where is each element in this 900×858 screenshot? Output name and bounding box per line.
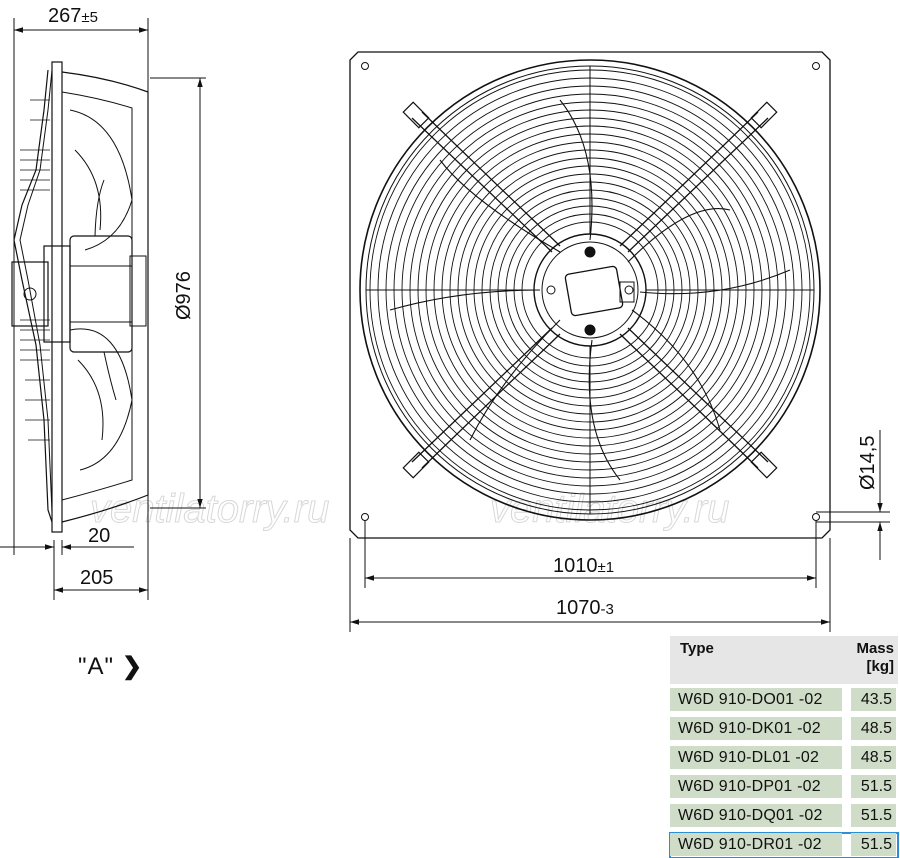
- cell-type: W6D 910-DK01 -02: [670, 717, 842, 740]
- dim-267-tol: ±5: [81, 9, 98, 26]
- dim-267-value: 267: [48, 5, 81, 27]
- cell-type: W6D 910-DL01 -02: [670, 746, 842, 769]
- watermark-left: ventilatorry.ru: [90, 487, 329, 531]
- view-reference: "A" ❯: [78, 652, 143, 681]
- side-view: [11, 18, 149, 600]
- cell-mass: 48.5: [851, 746, 896, 769]
- cell-type: W6D 910-DO01 -02: [670, 688, 842, 711]
- chevron-right-icon: ❯: [122, 653, 144, 680]
- cell-type: W6D 910-DP01 -02: [670, 775, 842, 798]
- table-row[interactable]: W6D 910-DP01 -02 51.5: [670, 775, 898, 800]
- cell-mass: 51.5: [851, 804, 896, 827]
- dim-205-value: 205: [80, 567, 113, 589]
- mass-table: Type Mass[kg] W6D 910-DO01 -02 43.5 W6D …: [669, 636, 899, 858]
- table-header: Type Mass[kg]: [670, 636, 898, 684]
- table-row[interactable]: W6D 910-DO01 -02 43.5: [670, 688, 898, 713]
- header-mass: Mass[kg]: [856, 640, 894, 676]
- cell-mass: 51.5: [851, 833, 896, 856]
- svg-text:267±5: 267±5: [48, 5, 98, 27]
- dim-1070-value: 1070: [556, 597, 601, 619]
- table-row[interactable]: W6D 910-DQ01 -02 51.5: [670, 804, 898, 829]
- dim-20-value: 20: [88, 525, 110, 547]
- cell-mass: 48.5: [851, 717, 896, 740]
- dim-1070-tol: -3: [601, 601, 614, 618]
- dim-1010-value: 1010: [553, 555, 598, 577]
- view-reference-label: "A": [78, 653, 115, 680]
- cell-type: W6D 910-DQ01 -02: [670, 804, 842, 827]
- cell-mass: 51.5: [851, 775, 896, 798]
- cell-mass: 43.5: [851, 688, 896, 711]
- table-row[interactable]: W6D 910-DK01 -02 48.5: [670, 717, 898, 742]
- header-mass-label: Mass: [856, 640, 894, 657]
- header-type: Type: [680, 640, 714, 657]
- cell-type: W6D 910-DR01 -02: [670, 833, 842, 856]
- dim-1010-tol: ±1: [598, 559, 615, 576]
- dim-hole-value: Ø14,5: [857, 436, 879, 490]
- dim-976-value: Ø976: [173, 271, 195, 320]
- table-row-selected[interactable]: W6D 910-DR01 -02 51.5: [669, 832, 899, 858]
- table-row[interactable]: W6D 910-DL01 -02 48.5: [670, 746, 898, 771]
- svg-text:1010±1: 1010±1: [553, 555, 614, 577]
- svg-text:1070-3: 1070-3: [556, 597, 614, 619]
- front-view: [349, 51, 831, 632]
- header-mass-unit: [kg]: [866, 658, 895, 675]
- technical-drawing: ventilatorry.ru ventilatorry.ru: [0, 5, 890, 632]
